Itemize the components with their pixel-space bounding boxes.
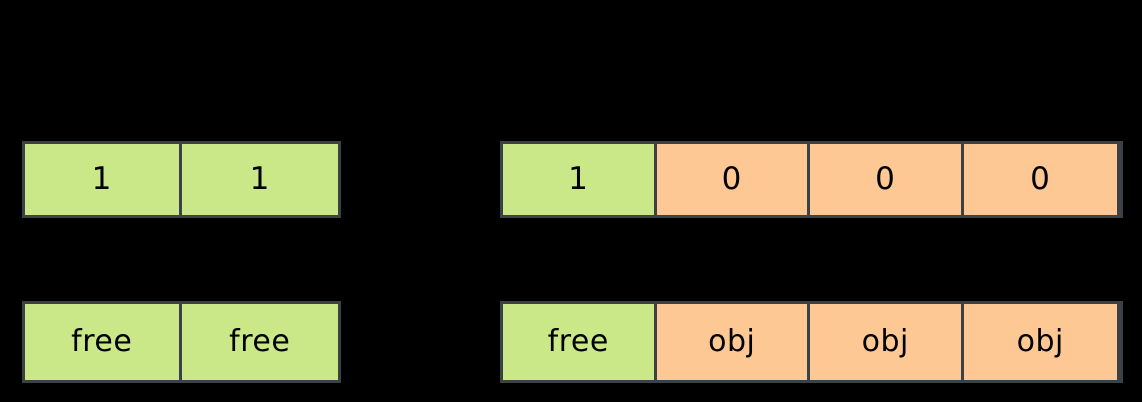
label-cell: obj: [963, 304, 1117, 380]
label-cell: obj: [810, 304, 964, 380]
label-cell: free: [181, 304, 338, 380]
label-cell: obj: [656, 304, 810, 380]
bitmap-cell: 1: [503, 144, 657, 215]
bitmap-cell: 0: [963, 144, 1117, 215]
bitmap-row-left: 1 1: [22, 141, 341, 218]
bitmap-row-right: 1 0 0 0: [500, 141, 1123, 218]
bitmap-cell: 1: [25, 144, 182, 215]
bitmap-cell: 0: [810, 144, 964, 215]
label-cell: free: [503, 304, 657, 380]
bitmap-cell: 1: [181, 144, 338, 215]
bitmap-cell: 0: [656, 144, 810, 215]
label-cell: free: [25, 304, 182, 380]
label-row-left: free free: [22, 301, 341, 383]
label-row-right: free obj obj obj: [500, 301, 1123, 383]
